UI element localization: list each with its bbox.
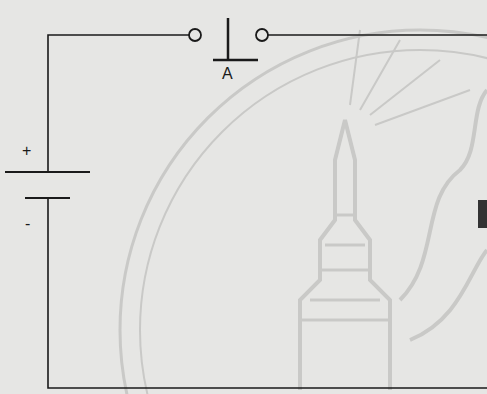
watermark-seal <box>120 30 487 394</box>
push-button-switch <box>189 18 268 60</box>
wire <box>48 35 487 388</box>
polarity-sign: - <box>25 216 30 232</box>
edge-mark <box>478 200 487 228</box>
polarity-sign: + <box>22 143 31 159</box>
battery-symbol <box>5 172 90 198</box>
switch-label: A <box>222 66 233 82</box>
